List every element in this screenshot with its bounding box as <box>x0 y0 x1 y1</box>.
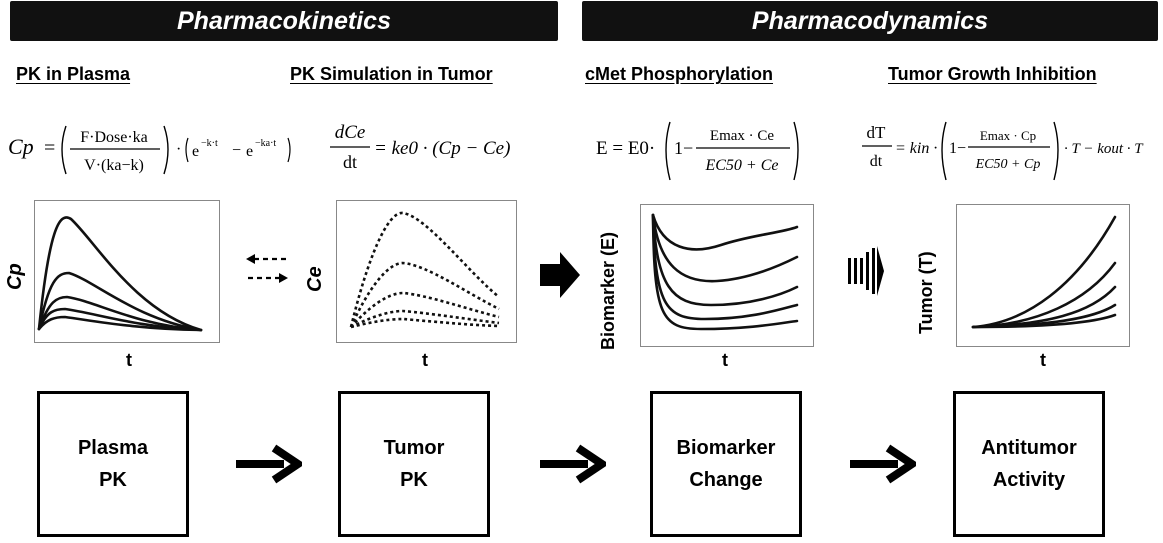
plasma-curve-2 <box>37 271 203 332</box>
equation-biomarker: E = E0· 1− Emax · Ce EC50 + Ce <box>594 108 824 192</box>
eq1-lhs: Cp <box>8 134 34 159</box>
plasma-curve-1 <box>37 216 203 332</box>
eq3-denominator: EC50 + Ce <box>704 157 778 174</box>
plasma-curves <box>37 216 203 332</box>
plasma-curve-5 <box>37 315 203 332</box>
tumor-curve-5 <box>350 317 500 329</box>
eq3-numerator: Emax · Ce <box>710 128 774 144</box>
eq1-exp2: −ka·t <box>255 138 276 149</box>
section-title-tgi: Tumor Growth Inhibition <box>888 64 1097 84</box>
eq4-fraction-numerator: Emax · Cp <box>980 128 1036 143</box>
section-title-pk-tumor: PK Simulation in Tumor <box>290 64 493 84</box>
svg-text:·: · <box>176 141 181 158</box>
eq2-rhs: = ke0 · (Cp − Ce) <box>374 138 510 159</box>
svg-text:e: e <box>246 143 253 160</box>
tumor-curve-4 <box>350 309 500 329</box>
section-title-cmet: cMet Phosphorylation <box>585 64 774 84</box>
growth-curve-1 <box>971 215 1117 329</box>
tumor-growth-plot-ylabel: Tumor (T) <box>916 251 936 334</box>
svg-text:−: − <box>232 142 241 159</box>
pharmacodynamics-banner: Pharmacodynamics <box>582 1 1158 41</box>
svg-text:= kin ·: = kin · <box>895 140 937 157</box>
eq4-fraction-denominator: EC50 + Cp <box>975 157 1041 172</box>
pharmacokinetics-banner: Pharmacokinetics <box>10 1 558 41</box>
plasma-curve-4 <box>37 307 203 332</box>
block-arrow <box>540 252 580 298</box>
eq3-lhs: E = E0· <box>596 138 655 159</box>
biomarker-curve-4 <box>651 213 799 321</box>
biomarker-curves <box>651 213 799 331</box>
biomarker-plot-xlabel: t <box>722 350 728 370</box>
eq1-numerator: F·Dose·ka <box>80 129 148 146</box>
svg-text:1−: 1− <box>674 138 693 158</box>
biomarker-curve-2 <box>651 213 799 283</box>
plasma-plot-ylabel: Cp <box>4 263 26 290</box>
biomarker-plot-ylabel: Biomarker (E) <box>598 231 618 350</box>
striped-arrow <box>848 246 884 296</box>
plasma-curve-3 <box>37 295 203 332</box>
equation-tumor-growth: dT dt = kin · 1− Emax · Cp EC50 + Cp · T… <box>860 108 1160 192</box>
tumor-growth-plot-xlabel: t <box>1040 350 1046 370</box>
tumor-curve-1 <box>349 211 500 328</box>
bidirectional-dashed-arrows <box>246 254 288 283</box>
svg-text:=: = <box>44 137 55 159</box>
eq1-denominator: V·(ka−k) <box>84 157 144 174</box>
eq4-denominator: dt <box>870 153 883 170</box>
plasma-plot-xlabel: t <box>126 350 132 370</box>
tumor-plot-xlabel: t <box>422 350 428 370</box>
biomarker-curve-3 <box>651 213 799 307</box>
svg-text:1−: 1− <box>949 140 966 157</box>
eq2-denominator: dt <box>343 152 357 172</box>
equation-plasma-pk: Cp = F·Dose·ka V·(ka−k) · e −k·t − e −ka… <box>6 108 296 192</box>
tumor-curves <box>349 211 500 329</box>
eq4-numerator: dT <box>867 123 887 142</box>
tumor-curve-2 <box>349 261 500 328</box>
tumor-growth-curves <box>971 215 1117 329</box>
biomarker-curve-5 <box>651 213 799 331</box>
tumor-curve-3 <box>350 291 500 328</box>
flow-arrow-3 <box>850 444 916 484</box>
equation-tumor-pk: dCe dt = ke0 · (Cp − Ce) <box>326 108 556 192</box>
flow-arrow-1 <box>236 444 302 484</box>
eq2-numerator: dCe <box>335 122 366 143</box>
growth-curve-2 <box>971 261 1117 329</box>
tumor-plot-ylabel: Ce <box>304 266 326 292</box>
section-title-pk-plasma: PK in Plasma <box>16 64 131 84</box>
flow-arrow-2 <box>540 444 606 484</box>
eq4-tail: · T − kout · T <box>1064 141 1144 157</box>
eq1-exp1: −k·t <box>201 138 218 149</box>
svg-text:e: e <box>192 143 199 160</box>
biomarker-curve-1 <box>651 213 799 251</box>
growth-curve-5 <box>971 313 1117 329</box>
